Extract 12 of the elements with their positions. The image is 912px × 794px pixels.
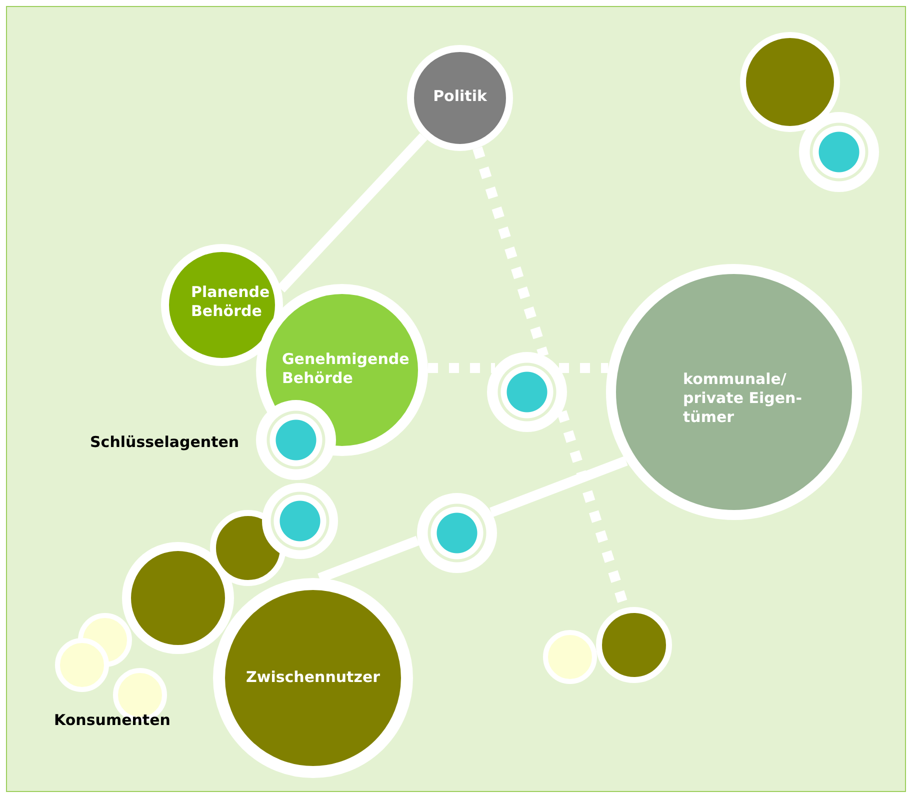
dotted-connector bbox=[559, 363, 608, 373]
group-label: Schlüsselagenten bbox=[90, 433, 240, 451]
node-label: Genehmigende Behörde bbox=[282, 350, 410, 388]
dotted-connector bbox=[472, 146, 549, 358]
node-label: Politik bbox=[432, 87, 488, 106]
connector-line bbox=[489, 456, 628, 518]
connector-line bbox=[277, 133, 428, 292]
group-label: Konsumenten bbox=[54, 711, 170, 729]
dotted-connector bbox=[428, 363, 495, 373]
node-label: kommunale/ private Eigen- tümer bbox=[683, 370, 803, 427]
node-label: Zwischennutzer bbox=[244, 668, 382, 687]
node-label: Planende Behörde bbox=[191, 283, 271, 321]
